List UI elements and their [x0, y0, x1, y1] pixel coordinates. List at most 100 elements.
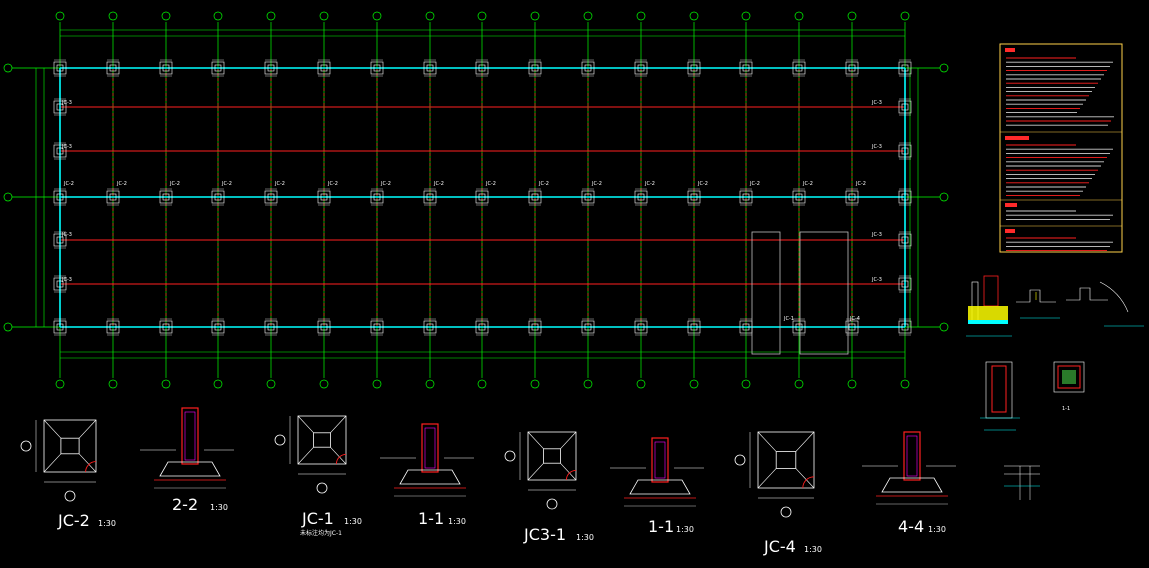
- footing-outline: [528, 320, 542, 334]
- detail-diagonal: [560, 431, 577, 450]
- footing-core: [320, 64, 328, 72]
- footing-outline: [898, 61, 912, 75]
- column-footing: [264, 318, 278, 336]
- detail-section-1-1-a: [380, 423, 474, 497]
- footing-core: [478, 64, 486, 72]
- column-footing: [898, 318, 912, 336]
- column-footings: [53, 59, 912, 336]
- footing-core: [478, 323, 486, 331]
- footing-outline: [264, 61, 278, 75]
- footing-outline: [370, 190, 384, 204]
- footing-core: [162, 64, 170, 72]
- foundation-details: JC-2 1:30 2-2 1:30 JC-1 1:30 未标注均为JC-1 1…: [57, 495, 946, 556]
- detail-outer: [43, 419, 97, 473]
- note-lines-4: [1006, 237, 1113, 252]
- detail-section-2-2: [140, 407, 234, 489]
- axis-bubble-bottom: [55, 379, 65, 389]
- column-footing: [53, 231, 67, 249]
- detail-bubble-left: [274, 434, 286, 446]
- footing-core: [848, 323, 856, 331]
- section-base: [399, 469, 461, 485]
- footing-outline: [317, 61, 331, 75]
- notes-heading-mark-4: [1005, 229, 1015, 233]
- column-footing: [845, 188, 859, 206]
- detail-bubble-bottom: [64, 490, 76, 502]
- jc2-row-label: JC-2: [538, 181, 549, 187]
- footing-outline: [211, 61, 225, 75]
- detail-diagonal: [330, 415, 347, 434]
- column-footing: [581, 318, 595, 336]
- axis-bubble-left: [3, 322, 13, 332]
- detail-label-jc3: JC3-1: [523, 525, 566, 544]
- beam-grid: [59, 67, 906, 328]
- note-lines-2: [1006, 144, 1113, 196]
- footing-core: [584, 64, 592, 72]
- wall-details: 1-1: [966, 275, 1144, 500]
- section-rebar: [654, 441, 666, 479]
- jc3-label-7: JC-3: [871, 232, 882, 238]
- jc2-row-label: JC-2: [221, 181, 232, 187]
- footing-outline: [159, 190, 173, 204]
- footing-core: [214, 64, 222, 72]
- footing-core: [109, 323, 117, 331]
- footing-core: [478, 193, 486, 201]
- column-footing: [370, 188, 384, 206]
- footing-outline: [581, 190, 595, 204]
- axis-bubble-left: [3, 192, 13, 202]
- detail-label-2-2: 2-2: [172, 495, 198, 514]
- wall-detail-b: [1016, 289, 1060, 319]
- section-rebar: [424, 427, 436, 469]
- footing-outline: [739, 61, 753, 75]
- footing-outline: [898, 277, 912, 291]
- column-footing: [423, 59, 437, 77]
- axis-bubble-bottom: [108, 379, 118, 389]
- column-footing: [528, 318, 542, 336]
- footing-core: [426, 323, 434, 331]
- footing-outline: [475, 61, 489, 75]
- jc2-row-label: JC-2: [749, 181, 760, 187]
- detail-bubble-bottom: [780, 506, 792, 518]
- footing-outline: [475, 190, 489, 204]
- column-footing: [264, 59, 278, 77]
- footing-core: [162, 193, 170, 201]
- section-rebar: [184, 411, 196, 461]
- footing-outline: [687, 190, 701, 204]
- footing-outline: [687, 61, 701, 75]
- column-footing: [581, 188, 595, 206]
- column-footing: [423, 188, 437, 206]
- axis-bubble-top: [266, 11, 276, 21]
- jc2-row-label: JC-2: [63, 181, 74, 187]
- axis-bubble-left: [3, 63, 13, 73]
- wall-detail-c: [1066, 281, 1144, 327]
- axis-bubble-top: [636, 11, 646, 21]
- footing-outline: [106, 190, 120, 204]
- section-detail: [980, 361, 1020, 431]
- jc3-label-1: JC-3: [61, 100, 72, 106]
- detail-plan-jc3: [504, 431, 577, 510]
- axis-bubble-top: [900, 11, 910, 21]
- footing-core: [637, 64, 645, 72]
- column-footing: [581, 59, 595, 77]
- footing-core: [56, 323, 64, 331]
- detail-inner: [313, 432, 331, 448]
- footing-core: [795, 193, 803, 201]
- footing-outline: [792, 190, 806, 204]
- notes-heading-mark-3: [1005, 203, 1017, 207]
- column-footing: [53, 188, 67, 206]
- axis-bubble-bottom: [794, 379, 804, 389]
- footing-outline: [845, 61, 859, 75]
- jc2-row-label: JC-2: [433, 181, 444, 187]
- axis-bubble-bottom: [319, 379, 329, 389]
- detail-scale-1-1-b: 1:30: [676, 525, 694, 534]
- footing-outline: [898, 144, 912, 158]
- column-section-detail: 1-1: [1053, 361, 1085, 412]
- column-footing: [528, 59, 542, 77]
- section-column: [181, 407, 199, 465]
- axis-bubble-bottom: [741, 379, 751, 389]
- column-footing: [317, 318, 331, 336]
- footing-outline: [792, 61, 806, 75]
- column-footing: [792, 318, 806, 336]
- footing-core: [637, 323, 645, 331]
- footing-core: [56, 193, 64, 201]
